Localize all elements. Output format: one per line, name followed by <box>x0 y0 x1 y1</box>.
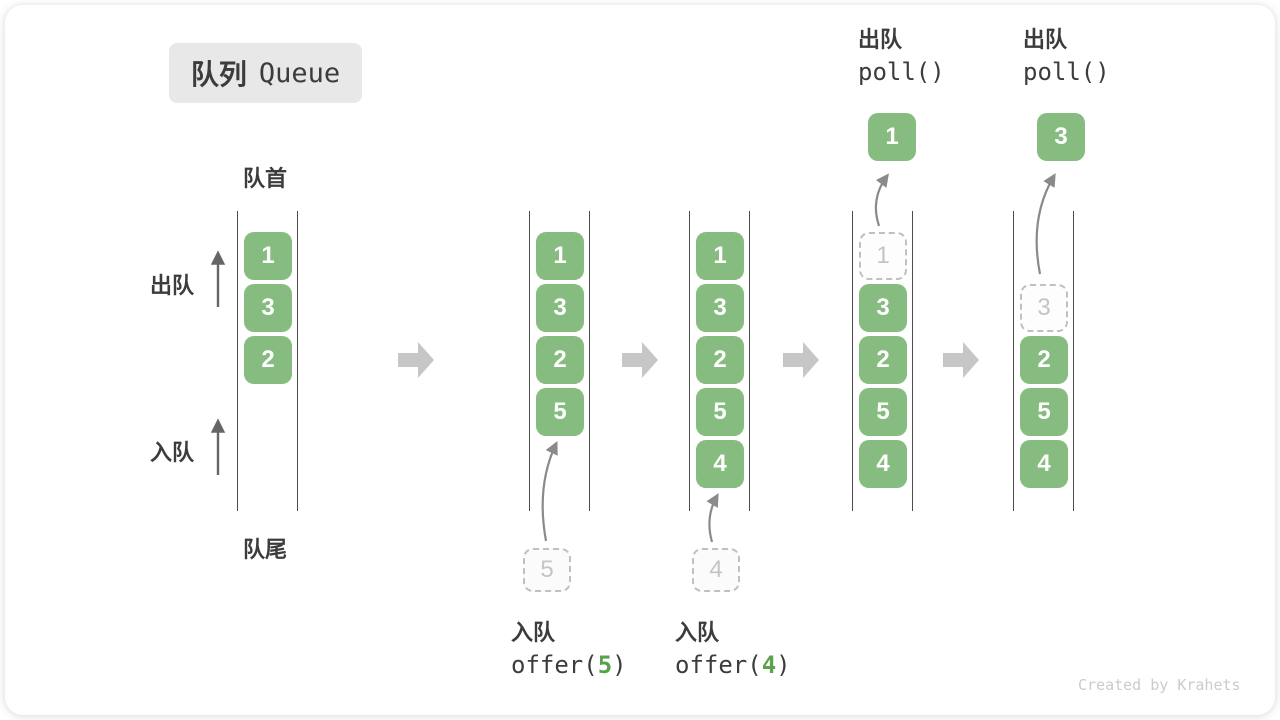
label-queue-rear: 队尾 <box>243 537 288 562</box>
queue-cell: 5 <box>1020 388 1068 436</box>
queue-channel <box>689 211 750 511</box>
queue-channel <box>237 211 298 511</box>
label-queue-front: 队首 <box>243 166 288 191</box>
queue-cell: 1 <box>536 232 584 280</box>
queue-cell: 3 <box>244 284 292 332</box>
op-code: offer(4) <box>675 649 791 681</box>
op-code: offer(5) <box>511 649 627 681</box>
op-action-label: 入队 <box>511 620 556 645</box>
op-enqueue-4: 入队 offer(4) <box>675 617 791 681</box>
op-code-post: ) <box>612 651 627 679</box>
incoming-cell: 4 <box>692 548 740 592</box>
op-code: poll() <box>858 56 945 88</box>
op-action-label: 出队 <box>858 27 903 52</box>
op-code-arg: 5 <box>597 651 613 679</box>
op-code-pre: offer( <box>675 651 762 679</box>
op-code-pre: poll() <box>1023 58 1110 86</box>
title-zh: 队列 <box>190 59 247 90</box>
op-code: poll() <box>1023 56 1110 88</box>
queue-cell: 2 <box>696 336 744 384</box>
label-enqueue: 入队 <box>150 440 195 465</box>
diagram-card <box>5 5 1275 715</box>
queue-cell: 4 <box>1020 440 1068 488</box>
queue-cell: 3 <box>696 284 744 332</box>
queue-channel <box>529 211 590 511</box>
title-box: 队列 Queue <box>169 43 362 103</box>
op-dequeue-1: 出队 poll() <box>858 24 945 88</box>
queue-cell: 2 <box>859 336 907 384</box>
queue-cell: 3 <box>859 284 907 332</box>
op-action-label: 入队 <box>675 620 720 645</box>
queue-cell: 3 <box>536 284 584 332</box>
queue-cell-ghost: 3 <box>1020 284 1068 332</box>
label-dequeue: 出队 <box>150 273 195 298</box>
queue-cell: 4 <box>696 440 744 488</box>
popped-cell: 1 <box>868 113 916 161</box>
queue-cell: 2 <box>244 336 292 384</box>
queue-cell: 4 <box>859 440 907 488</box>
op-code-post: ) <box>776 651 791 679</box>
op-code-pre: offer( <box>511 651 598 679</box>
title-en: Queue <box>258 57 341 89</box>
op-dequeue-2: 出队 poll() <box>1023 24 1110 88</box>
queue-channel <box>1013 211 1074 511</box>
queue-channel <box>852 211 913 511</box>
watermark: Created by Krahets <box>1078 676 1241 694</box>
incoming-cell: 5 <box>523 548 571 592</box>
queue-cell: 1 <box>696 232 744 280</box>
queue-cell: 2 <box>536 336 584 384</box>
op-action-label: 出队 <box>1023 27 1068 52</box>
queue-cell: 5 <box>859 388 907 436</box>
popped-cell: 3 <box>1037 113 1085 161</box>
queue-cell: 5 <box>696 388 744 436</box>
op-code-pre: poll() <box>858 58 945 86</box>
op-code-arg: 4 <box>761 651 777 679</box>
queue-cell-ghost: 1 <box>859 232 907 280</box>
queue-cell: 1 <box>244 232 292 280</box>
op-enqueue-5: 入队 offer(5) <box>511 617 627 681</box>
queue-cell: 5 <box>536 388 584 436</box>
queue-cell: 2 <box>1020 336 1068 384</box>
